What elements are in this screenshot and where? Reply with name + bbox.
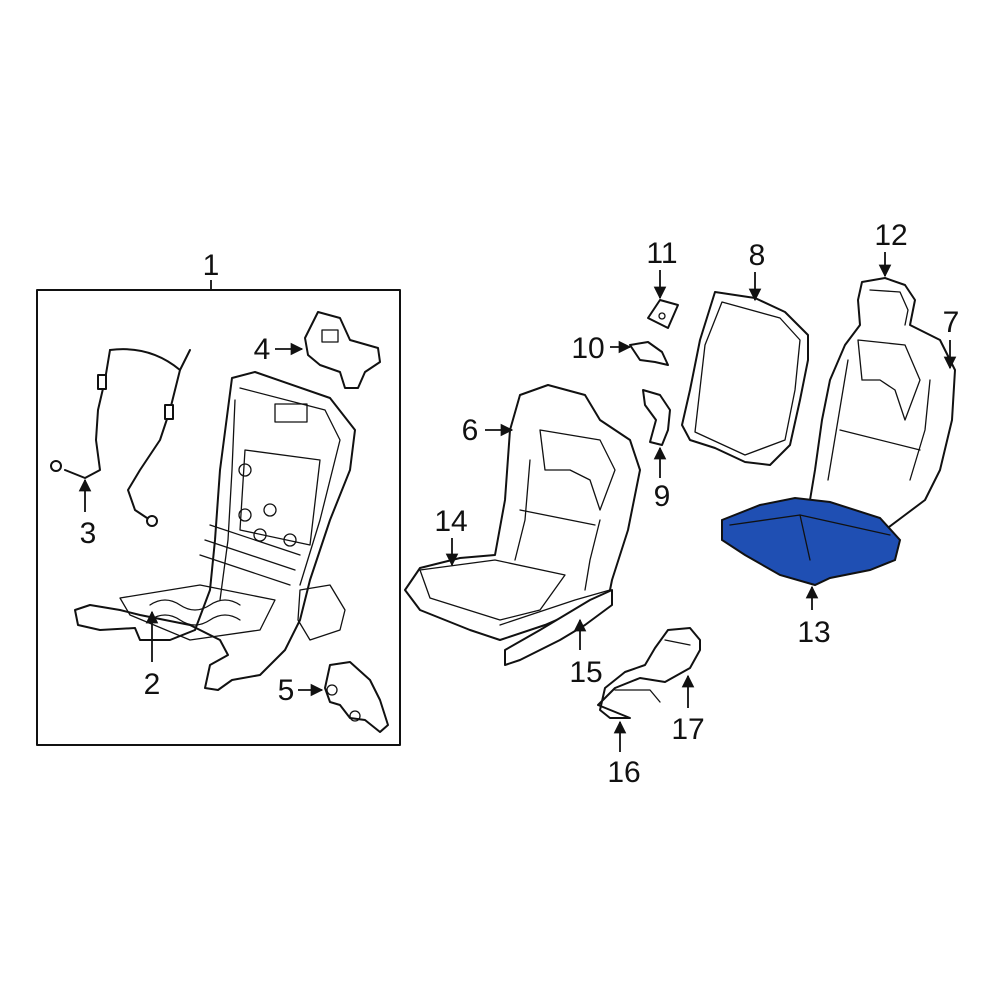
callout-7: 7	[943, 306, 960, 339]
callout-16: 16	[607, 756, 640, 789]
seat-assembly	[404, 384, 641, 666]
callout-9: 9	[654, 480, 671, 513]
callout-11: 11	[646, 237, 677, 270]
callout-8: 8	[749, 239, 766, 272]
callout-13: 13	[797, 616, 830, 649]
hinge-bracket	[324, 661, 389, 733]
frame-group-box	[36, 289, 401, 746]
callout-14: 14	[434, 505, 467, 538]
callout-4: 4	[254, 333, 271, 366]
release-cable	[50, 348, 191, 527]
armrest-parts	[597, 627, 701, 719]
clip-bracket	[629, 341, 669, 366]
callout-6: 6	[462, 414, 479, 447]
seat-frame	[74, 371, 356, 691]
seat-back-assembly	[809, 277, 956, 531]
latch-bracket	[304, 311, 381, 389]
callout-3: 3	[80, 517, 97, 550]
callout-2: 2	[144, 668, 161, 701]
side-trim	[642, 389, 671, 446]
callout-15: 15	[569, 656, 602, 689]
callout-12: 12	[874, 219, 907, 252]
callout-17: 17	[671, 713, 704, 746]
callout-10: 10	[571, 332, 604, 365]
callout-1: 1	[203, 249, 220, 282]
back-panel	[681, 291, 809, 466]
callout-5: 5	[278, 674, 295, 707]
small-bracket	[647, 299, 679, 329]
